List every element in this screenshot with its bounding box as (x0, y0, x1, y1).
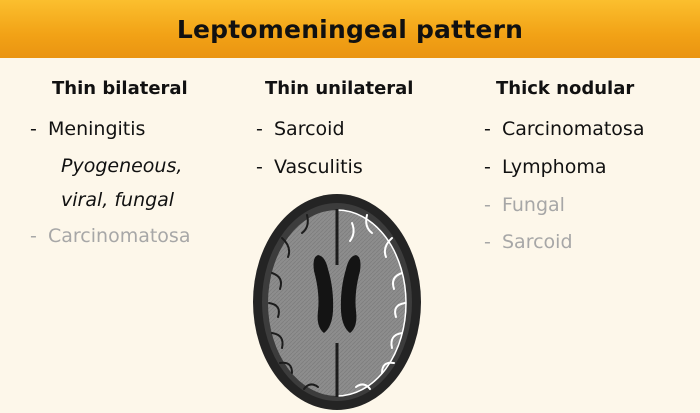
column-thin-unilateral: Thin unilateral (265, 78, 413, 99)
right-ventricle (340, 255, 361, 333)
list-item-text: viral, fungal (61, 189, 175, 211)
list-item-text: Carcinomatosa (502, 118, 645, 140)
brain-axial-section-icon (253, 194, 421, 410)
bullet-marker: - (256, 156, 263, 178)
list-item-text: Vasculitis (274, 156, 363, 178)
list-item: -Vasculitis (256, 156, 363, 178)
list-item: -Lymphoma (484, 156, 606, 178)
column-heading: Thin bilateral (52, 78, 188, 99)
list-item-text: Pyogeneous, (61, 155, 183, 177)
list-item-detail: viral, fungal (61, 189, 174, 211)
title-banner: Leptomeningeal pattern (0, 0, 700, 58)
bullet-marker: - (484, 118, 491, 140)
left-ventricle (313, 255, 334, 333)
list-item-text: Meningitis (48, 118, 146, 140)
list-item-text: Lymphoma (502, 156, 607, 178)
bullet-marker: - (30, 225, 37, 247)
list-item: -Meningitis (30, 118, 145, 140)
bullet-marker: - (256, 118, 263, 140)
list-item-text: Carcinomatosa (48, 225, 191, 247)
list-item-text: Fungal (502, 194, 565, 216)
list-item: -Carcinomatosa (484, 118, 644, 140)
page-title: Leptomeningeal pattern (176, 14, 524, 44)
bullet-marker: - (484, 194, 491, 216)
brain-tissue (268, 210, 406, 396)
column-heading: Thin unilateral (265, 78, 414, 99)
bullet-marker: - (484, 231, 491, 253)
list-item-text: Sarcoid (274, 118, 345, 140)
list-item-detail: Pyogeneous, (61, 155, 182, 177)
list-item-text: Sarcoid (502, 231, 573, 253)
list-item-faded: -Fungal (484, 194, 565, 216)
column-thin-bilateral: Thin bilateral (52, 78, 188, 99)
list-item-faded: -Carcinomatosa (30, 225, 190, 247)
bullet-marker: - (484, 156, 491, 178)
bullet-marker: - (30, 118, 37, 140)
list-item: -Sarcoid (256, 118, 345, 140)
list-item-faded: -Sarcoid (484, 231, 573, 253)
column-thick-nodular: Thick nodular (496, 78, 634, 99)
column-heading: Thick nodular (496, 78, 635, 99)
